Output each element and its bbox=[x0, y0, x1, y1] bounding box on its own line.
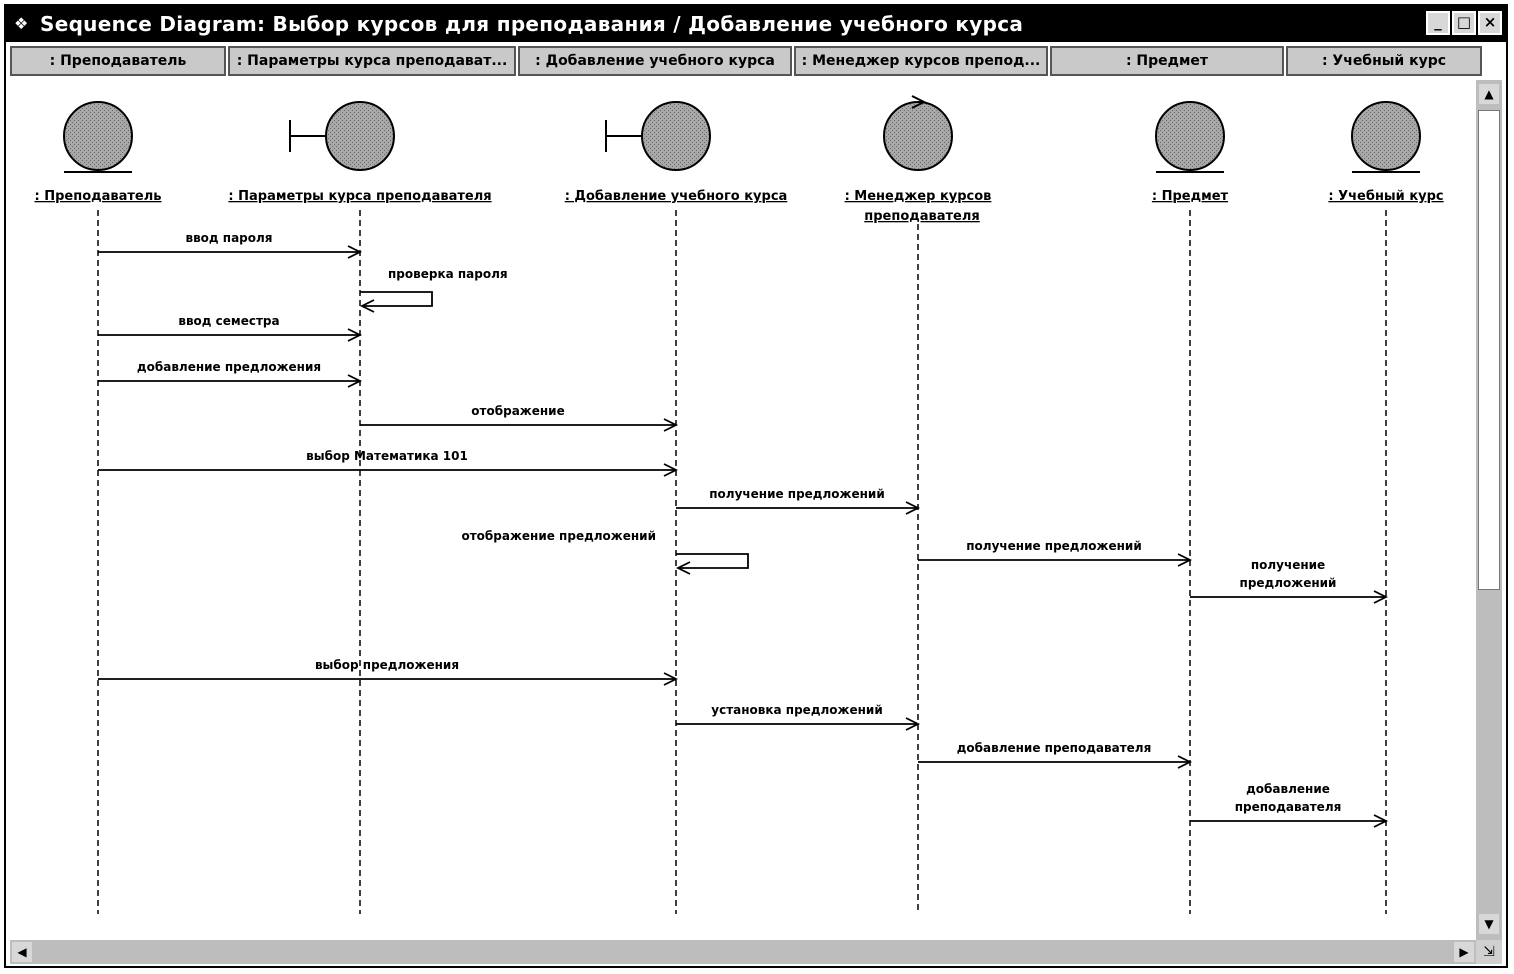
message-8[interactable]: получение предложений bbox=[918, 539, 1193, 567]
header-tab-course-manager[interactable]: : Менеджер курсов препод... bbox=[794, 46, 1048, 76]
message-4[interactable]: отображение bbox=[360, 404, 679, 432]
header-tab-study-course[interactable]: : Учебный курс bbox=[1286, 46, 1482, 76]
object-circle-icon bbox=[63, 101, 133, 171]
arrowhead-icon bbox=[675, 561, 691, 575]
arrowhead-icon bbox=[359, 299, 375, 313]
arrowhead-icon bbox=[1373, 590, 1389, 604]
message-label: отображение bbox=[471, 404, 564, 418]
object-1[interactable]: : Параметры курса преподавателя bbox=[228, 101, 492, 204]
vertical-scroll-thumb[interactable] bbox=[1478, 110, 1500, 590]
arrowhead-icon bbox=[1373, 814, 1389, 828]
scroll-left-icon[interactable]: ◀ bbox=[12, 942, 32, 962]
object-label: : Предмет bbox=[1152, 189, 1229, 204]
message-label: получение предложений bbox=[709, 487, 884, 501]
diagram-canvas[interactable]: : Преподаватель : Параметры курса препода… bbox=[10, 80, 1476, 940]
message-label: отображение предложений bbox=[461, 529, 656, 543]
message-13[interactable]: добавление преподавателя bbox=[1190, 782, 1389, 828]
message-label: проверка пароля bbox=[388, 267, 508, 281]
arrowhead-icon bbox=[1177, 755, 1193, 769]
object-label: : Учебный курс bbox=[1328, 189, 1443, 204]
message-label: добавление предложения bbox=[137, 360, 321, 374]
minimize-icon[interactable]: _ bbox=[1426, 11, 1450, 35]
object-5[interactable]: : Учебный курс bbox=[1328, 101, 1444, 204]
horizontal-scrollbar[interactable]: ◀ ▶ bbox=[10, 940, 1476, 964]
object-0[interactable]: : Преподаватель bbox=[34, 101, 162, 204]
message-label: добавление преподавателя bbox=[957, 741, 1152, 755]
arrowhead-icon bbox=[347, 245, 363, 259]
message-12[interactable]: добавление преподавателя bbox=[918, 741, 1193, 769]
header-tab-course-params[interactable]: : Параметры курса преподават... bbox=[228, 46, 516, 76]
message-3[interactable]: добавление предложения bbox=[98, 360, 363, 388]
message-label: ввод пароля bbox=[185, 231, 272, 245]
message-label: установка предложений bbox=[711, 703, 882, 717]
message-5[interactable]: выбор Математика 101 bbox=[98, 449, 679, 477]
message-label: ввод семестра bbox=[178, 314, 279, 328]
object-2[interactable]: : Добавление учебного курса bbox=[565, 101, 788, 204]
arrowhead-icon bbox=[663, 672, 679, 686]
message-1[interactable]: проверка пароля bbox=[359, 267, 508, 313]
message-9[interactable]: получение предложений bbox=[1190, 558, 1389, 604]
message-6[interactable]: получение предложений bbox=[676, 487, 921, 515]
message-label: выбор Математика 101 bbox=[306, 449, 468, 463]
object-label: : Менеджер курсов bbox=[845, 189, 992, 204]
object-label: : Добавление учебного курса bbox=[565, 189, 788, 204]
object-circle-icon bbox=[1155, 101, 1225, 171]
object-label: : Параметры курса преподавателя bbox=[228, 189, 491, 204]
message-label: добавление bbox=[1246, 782, 1330, 796]
message-10[interactable]: выбор предложения bbox=[98, 658, 679, 686]
message-7[interactable]: отображение предложений bbox=[461, 529, 749, 575]
control-arrow-icon bbox=[911, 95, 927, 109]
header-tab-teacher[interactable]: : Преподаватель bbox=[10, 46, 226, 76]
title-bar[interactable]: ❖ Sequence Diagram: Выбор курсов для пре… bbox=[6, 6, 1506, 42]
message-label: получение предложений bbox=[966, 539, 1141, 553]
object-3[interactable]: : Менеджер курсов преподавателя bbox=[845, 95, 992, 224]
maximize-icon[interactable]: □ bbox=[1452, 11, 1476, 35]
scroll-right-icon[interactable]: ▶ bbox=[1454, 942, 1474, 962]
object-label-line2: преподавателя bbox=[864, 209, 980, 224]
arrowhead-icon bbox=[663, 418, 679, 432]
size-grip-icon[interactable]: ⇲ bbox=[1476, 940, 1502, 964]
message-2[interactable]: ввод семестра bbox=[98, 314, 363, 342]
arrowhead-icon bbox=[905, 501, 921, 515]
message-label: получение bbox=[1251, 558, 1325, 572]
object-circle-icon bbox=[641, 101, 711, 171]
arrowhead-icon bbox=[1177, 553, 1193, 567]
self-message-loop bbox=[360, 291, 433, 307]
window-title: Sequence Diagram: Выбор курсов для препо… bbox=[40, 12, 1024, 36]
arrowhead-icon bbox=[347, 374, 363, 388]
object-circle-icon bbox=[325, 101, 395, 171]
object-label: : Преподаватель bbox=[34, 189, 161, 204]
sequence-diagram: : Преподаватель : Параметры курса препода… bbox=[34, 95, 1444, 914]
rational-rose-icon: ❖ bbox=[14, 14, 29, 33]
header-tab-subject[interactable]: : Предмет bbox=[1050, 46, 1284, 76]
message-11[interactable]: установка предложений bbox=[676, 703, 921, 731]
object-circle-icon bbox=[1351, 101, 1421, 171]
message-label: предложений bbox=[1240, 576, 1337, 590]
object-header-bar: : Преподаватель : Параметры курса препод… bbox=[6, 44, 1506, 78]
arrowhead-icon bbox=[347, 328, 363, 342]
vertical-scrollbar[interactable]: ▲ ▼ bbox=[1476, 80, 1502, 940]
arrowhead-icon bbox=[905, 717, 921, 731]
message-0[interactable]: ввод пароля bbox=[98, 231, 363, 259]
diagram-window: ❖ Sequence Diagram: Выбор курсов для пре… bbox=[4, 4, 1508, 968]
close-icon[interactable]: × bbox=[1478, 11, 1502, 35]
arrowhead-icon bbox=[663, 463, 679, 477]
scroll-up-icon[interactable]: ▲ bbox=[1479, 84, 1499, 104]
object-4[interactable]: : Предмет bbox=[1152, 101, 1229, 204]
header-tab-add-course[interactable]: : Добавление учебного курса bbox=[518, 46, 792, 76]
self-message-loop bbox=[676, 553, 749, 569]
object-circle-icon bbox=[883, 101, 953, 171]
message-label: преподавателя bbox=[1235, 800, 1342, 814]
scroll-down-icon[interactable]: ▼ bbox=[1479, 914, 1499, 934]
message-label: выбор предложения bbox=[315, 658, 459, 672]
